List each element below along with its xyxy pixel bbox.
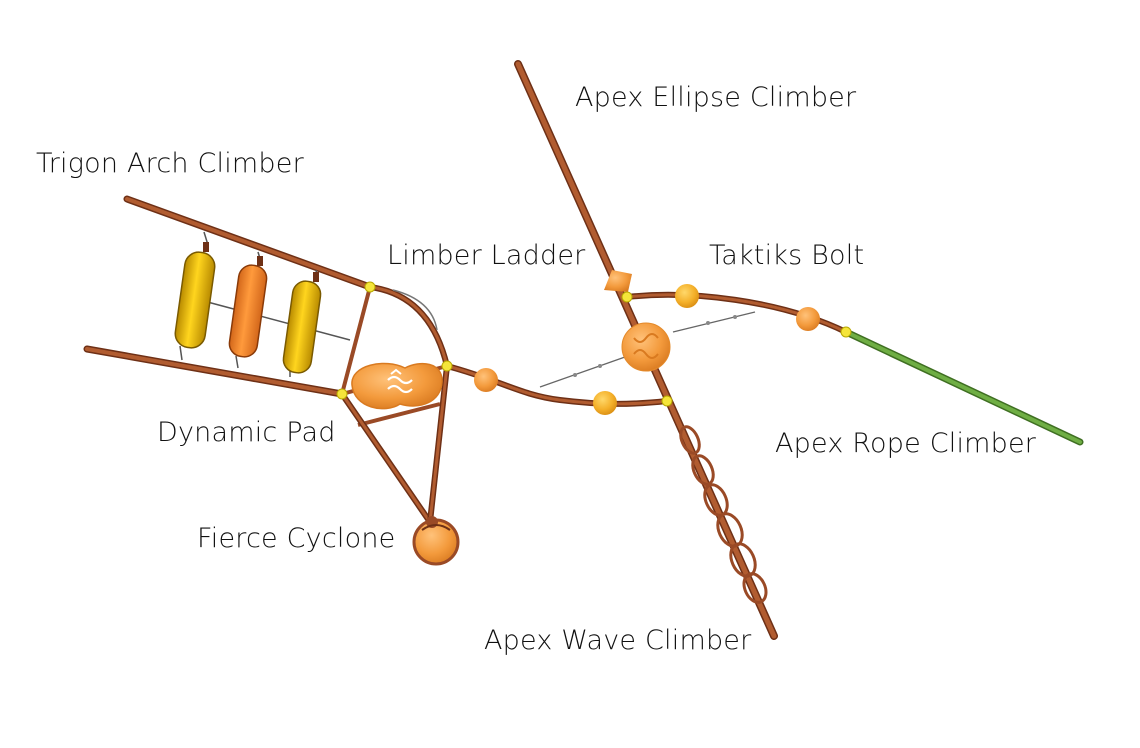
hold-center-low — [593, 391, 617, 415]
trigon-arch-climber-label: Trigon Arch Climber — [36, 148, 304, 179]
fierce-cyclone — [412, 516, 460, 566]
dynamic-pad-label: Dynamic Pad — [157, 417, 336, 448]
apex-rope-climber-label: Apex Rope Climber — [775, 428, 1037, 459]
hold-taktiks-1 — [675, 284, 699, 308]
hold-taktiks-2 — [796, 307, 820, 331]
taktiks-bolt-disc — [621, 322, 671, 372]
trigon-pad-3 — [282, 272, 322, 374]
trigon-arch-rails — [83, 195, 374, 398]
trigon-pad-2 — [228, 256, 268, 358]
hold-apex-ellipse — [604, 270, 632, 292]
taktiks-bolt-rail — [626, 291, 848, 335]
climbing-holds — [474, 270, 820, 415]
cable-beads — [573, 315, 737, 377]
apex-rope-climber — [842, 328, 1084, 446]
apex-ellipse-climber-label: Apex Ellipse Climber — [575, 82, 857, 113]
taktiks-bolt-label: Taktiks Bolt — [709, 240, 865, 271]
dynamic-pad — [351, 362, 443, 410]
limber-ladder-label: Limber Ladder — [387, 240, 586, 271]
trigon-pad-1 — [174, 242, 216, 349]
connectors — [336, 281, 852, 407]
apex-wave-climber-label: Apex Wave Climber — [484, 625, 752, 656]
limber-ladder-arch — [369, 284, 450, 367]
connecting-cables — [539, 311, 756, 388]
apex-wave-spiral — [679, 425, 768, 604]
hold-limber — [474, 368, 498, 392]
fierce-cyclone-supports — [339, 365, 450, 524]
fierce-cyclone-label: Fierce Cyclone — [197, 523, 396, 554]
